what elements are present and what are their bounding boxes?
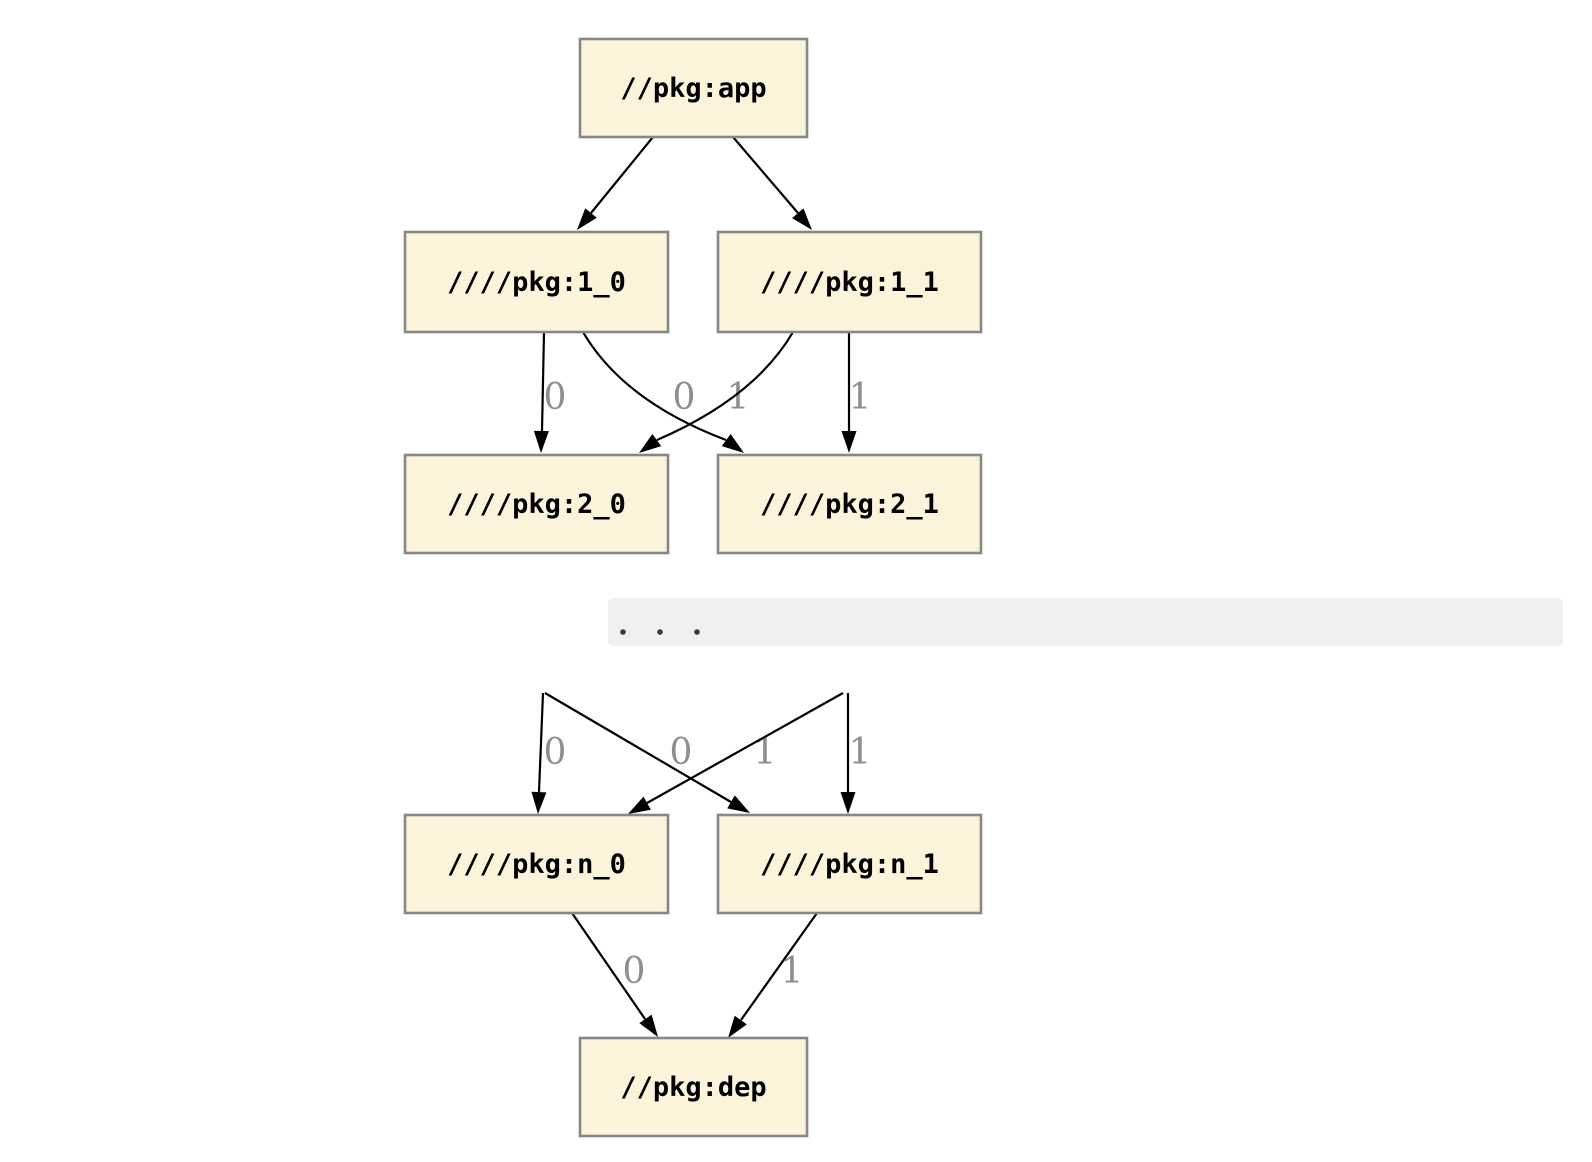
arrowhead-ellipsis-right-to-n_0 [628, 796, 651, 814]
node-n_1 [716, 813, 983, 915]
edge-label-ellipsis-right-to-n_1: 1 [849, 732, 872, 773]
edge-label-n_1-to-dep: 1 [781, 951, 804, 992]
node-label-app: //pkg:app [620, 73, 766, 104]
node-label-1_1: ////pkg:1_1 [760, 267, 939, 298]
node-label-dep: //pkg:dep [620, 1072, 766, 1103]
edge-label-1_1-to-2_1: 1 [849, 377, 872, 418]
edge-n_1-to-dep [740, 912, 818, 1021]
node-label-1_0: ////pkg:1_0 [447, 267, 626, 298]
arrowhead-n_1-to-dep [728, 1015, 747, 1038]
edge-1_0-to-2_0 [540, 331, 546, 432]
edge-ellipsis-right-to-n_0 [646, 692, 844, 804]
node-label-2_1: ////pkg:2_1 [760, 489, 939, 520]
edge-app-to-1_1 [732, 136, 799, 214]
ellipsis-dot [657, 629, 663, 635]
edge-label-n_0-to-dep: 0 [623, 951, 646, 992]
edge-label-1_0-to-2_0: 0 [544, 377, 567, 418]
node-n_0 [403, 813, 670, 915]
ellipsis-dot [694, 629, 700, 635]
arrowhead-1_1-to-2_0 [639, 434, 662, 453]
edge-app-to-1_0 [590, 136, 654, 214]
node-2_0 [403, 453, 670, 555]
edge-label-ellipsis-left-to-n_1: 1 [754, 732, 777, 773]
edge-1_1-to-2_0 [656, 331, 794, 442]
arrowhead-1_0-to-2_0 [533, 430, 549, 453]
arrowhead-app-to-1_0 [577, 208, 597, 230]
edge-label-1_1-to-2_0: 0 [673, 377, 696, 418]
node-dep [578, 1036, 809, 1138]
node-label-2_0: ////pkg:2_0 [447, 489, 626, 520]
edge-ellipsis-left-to-n_0 [537, 692, 545, 793]
arrowhead-ellipsis-left-to-n_0 [531, 791, 547, 814]
node-2_1 [716, 453, 983, 555]
node-app [578, 37, 809, 139]
edge-label-ellipsis-left-to-n_0: 0 [544, 732, 567, 773]
ellipsis-dot [620, 629, 626, 635]
arrowhead-1_0-to-2_1 [721, 434, 744, 453]
arrowhead-1_1-to-2_1 [841, 431, 857, 453]
arrowhead-n_0-to-dep [639, 1014, 658, 1037]
edge-label-1_0-to-2_1: 1 [727, 377, 750, 418]
edge-1_0-to-2_1 [582, 331, 727, 442]
arrowhead-ellipsis-left-to-n_1 [727, 795, 750, 813]
arrowhead-app-to-1_1 [792, 208, 812, 230]
edge-ellipsis-left-to-n_1 [544, 692, 732, 803]
node-label-n_1: ////pkg:n_1 [760, 849, 939, 880]
node-label-n_0: ////pkg:n_0 [447, 849, 626, 880]
edge-n_0-to-dep [571, 912, 646, 1020]
node-1_0 [403, 230, 670, 334]
node-1_1 [716, 230, 983, 334]
edge-label-ellipsis-right-to-n_0: 0 [670, 732, 693, 773]
ellipsis-band [608, 598, 1563, 646]
arrowhead-ellipsis-right-to-n_1 [840, 792, 856, 814]
